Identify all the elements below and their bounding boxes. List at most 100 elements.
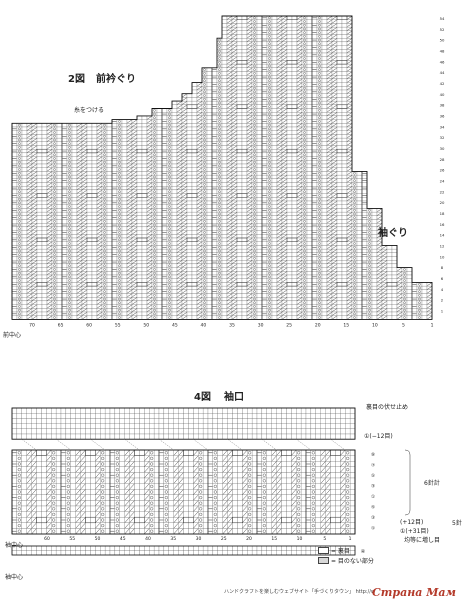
grid-cell <box>56 263 63 268</box>
grid-cell <box>266 293 273 298</box>
grid-cell <box>216 38 223 43</box>
grid-cell <box>216 226 223 231</box>
grid-cell <box>41 197 48 202</box>
grid-cell <box>116 167 123 172</box>
grid-cell <box>306 167 313 172</box>
grid-cell <box>406 304 413 309</box>
grid-cell <box>256 145 263 150</box>
grid-cell <box>41 315 48 320</box>
grid-cell <box>266 163 273 168</box>
grid-cell <box>416 282 423 287</box>
grid-cell <box>71 126 78 131</box>
grid-cell <box>141 278 148 283</box>
grid-cell <box>71 149 78 154</box>
grid-cell <box>166 141 173 146</box>
grid-cell <box>306 308 313 313</box>
grid-cell <box>36 134 43 139</box>
grid-cell <box>151 308 158 313</box>
grid-cell <box>21 282 28 287</box>
grid-cell <box>356 189 363 194</box>
grid-cell <box>21 145 28 150</box>
grid-cell <box>316 23 323 28</box>
grid-cell <box>271 163 278 168</box>
grid-cell <box>116 282 123 287</box>
grid-cell <box>336 30 343 35</box>
grid-cell <box>151 263 158 268</box>
grid-cell <box>171 130 178 135</box>
grid-cell <box>111 204 118 209</box>
grid-cell <box>306 126 313 131</box>
grid-cell <box>291 100 298 105</box>
grid-cell <box>341 104 348 109</box>
grid-cell <box>16 137 23 142</box>
grid-cell <box>306 78 313 83</box>
grid-cell <box>236 285 243 290</box>
grid-cell <box>66 167 73 172</box>
grid-cell <box>16 223 23 228</box>
grid-cell <box>236 219 243 224</box>
grid-cell <box>151 234 158 239</box>
grid-cell <box>191 204 198 209</box>
grid-cell <box>186 282 193 287</box>
grid-cell <box>141 171 148 176</box>
grid-cell <box>291 119 298 124</box>
grid-cell <box>216 75 223 80</box>
grid-cell <box>41 130 48 135</box>
grid-cell <box>241 52 248 57</box>
grid-cell <box>141 300 148 305</box>
grid-cell <box>106 189 113 194</box>
grid-cell <box>216 182 223 187</box>
grid-cell <box>301 34 308 39</box>
grid-cell <box>51 311 58 316</box>
grid-cell <box>286 104 293 109</box>
grid-cell <box>186 293 193 298</box>
grid-cell <box>291 167 298 172</box>
grid-cell <box>201 67 208 72</box>
grid-cell <box>191 223 198 228</box>
grid-cell <box>206 223 213 228</box>
grid-cell <box>251 56 258 61</box>
grid-cell <box>156 234 163 239</box>
grid-cell <box>341 189 348 194</box>
grid-cell <box>16 174 23 179</box>
grid-cell <box>201 152 208 157</box>
grid-cell <box>391 278 398 283</box>
grid-cell <box>186 285 193 290</box>
grid-cell <box>221 149 228 154</box>
grid-cell <box>301 45 308 50</box>
grid-cell <box>291 241 298 246</box>
grid-cell <box>321 278 328 283</box>
grid-cell <box>301 160 308 165</box>
grid-cell <box>341 130 348 135</box>
grid-cell <box>341 297 348 302</box>
grid-cell <box>66 156 73 161</box>
grid-cell <box>416 289 423 294</box>
grid-cell <box>411 285 418 290</box>
grid-cell <box>306 19 313 24</box>
grid-cell <box>251 289 258 294</box>
grid-cell <box>116 237 123 242</box>
grid-cell <box>151 119 158 124</box>
grid-cell <box>311 248 318 253</box>
grid-cell <box>136 308 143 313</box>
grid-cell <box>286 208 293 213</box>
grid-cell <box>251 248 258 253</box>
grid-cell <box>116 315 123 320</box>
grid-cell <box>291 293 298 298</box>
grid-cell <box>316 189 323 194</box>
grid-cell <box>311 86 318 91</box>
grid-cell <box>141 137 148 142</box>
grid-cell <box>66 245 73 250</box>
grid-cell <box>406 285 413 290</box>
grid-cell <box>306 219 313 224</box>
grid-cell <box>111 234 118 239</box>
grid-cell <box>206 86 213 91</box>
grid-cell <box>16 237 23 242</box>
grid-cell <box>256 119 263 124</box>
grid-cell <box>301 93 308 98</box>
grid-cell <box>286 226 293 231</box>
grid-cell <box>136 282 143 287</box>
grid-cell <box>356 274 363 279</box>
grid-cell <box>86 285 93 290</box>
grid-cell <box>251 215 258 220</box>
